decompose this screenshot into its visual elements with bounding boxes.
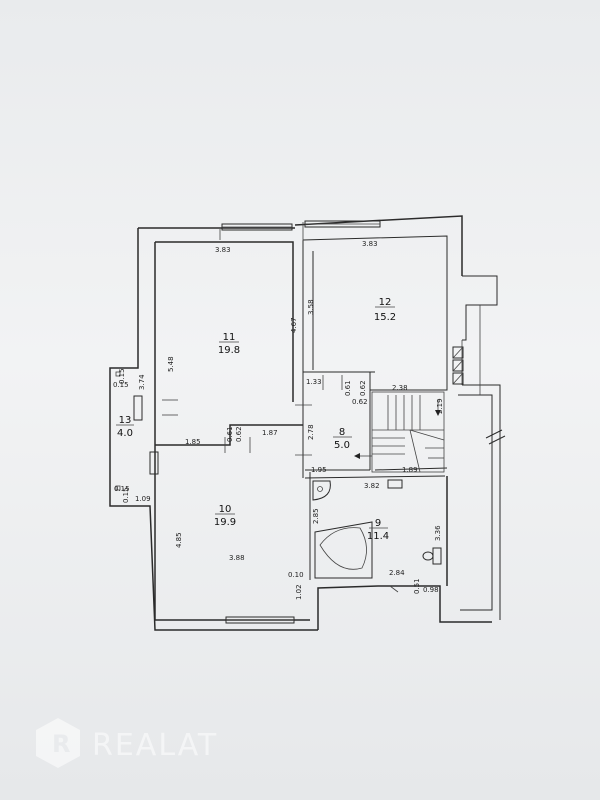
dimension-labels: 3.83 3.83 5.48 4.67 3.58 3.74 0.15 0.15 … <box>113 240 444 600</box>
toilet-icon <box>422 547 442 565</box>
watermark: R REALAT <box>36 718 218 768</box>
svg-text:0.98: 0.98 <box>423 586 439 594</box>
windows <box>133 220 381 624</box>
svg-text:0.15: 0.15 <box>122 487 130 503</box>
svg-text:2.38: 2.38 <box>392 384 408 392</box>
room-8-area: 5.0 <box>334 440 350 451</box>
svg-text:2.78: 2.78 <box>307 424 315 440</box>
svg-text:4.67: 4.67 <box>290 317 298 333</box>
svg-text:0.62: 0.62 <box>352 398 368 406</box>
room-8-number: 8 <box>339 427 345 438</box>
svg-text:1.85: 1.85 <box>185 438 201 446</box>
svg-text:5.48: 5.48 <box>167 356 175 372</box>
doors <box>219 222 399 593</box>
svg-text:1.02: 1.02 <box>295 584 303 600</box>
room-13-number: 13 <box>119 415 132 426</box>
room-11-number: 11 <box>223 332 236 343</box>
balcony-marks <box>115 371 121 491</box>
svg-text:R: R <box>52 730 70 758</box>
svg-text:1.33: 1.33 <box>306 378 322 386</box>
sink-icon <box>312 480 331 501</box>
svg-text:3.88: 3.88 <box>229 554 245 562</box>
watermark-text: REALAT <box>92 728 218 763</box>
bathtub-icon <box>314 521 373 579</box>
svg-text:3.83: 3.83 <box>215 246 231 254</box>
svg-text:0.15: 0.15 <box>113 381 129 389</box>
svg-text:1.95: 1.95 <box>311 466 327 474</box>
room-9-number: 9 <box>375 518 381 529</box>
interior-walls <box>155 371 375 470</box>
svg-text:2.84: 2.84 <box>389 569 405 577</box>
room-10-area: 19.9 <box>214 517 236 528</box>
svg-text:0.15: 0.15 <box>118 368 126 384</box>
svg-text:1.09: 1.09 <box>135 495 151 503</box>
svg-text:0.10: 0.10 <box>288 571 304 579</box>
svg-text:0.62: 0.62 <box>359 380 367 396</box>
svg-text:3.82: 3.82 <box>364 482 380 490</box>
bathroom-fixtures <box>312 479 442 579</box>
svg-text:4.85: 4.85 <box>175 532 183 548</box>
room-labels: 11 19.8 12 15.2 8 5.0 10 19.9 9 11.4 13 … <box>116 297 396 542</box>
room-11-area: 19.8 <box>218 345 240 356</box>
room-9-area: 11.4 <box>367 531 389 542</box>
svg-text:0.61: 0.61 <box>226 426 234 442</box>
svg-text:1.87: 1.87 <box>262 429 278 437</box>
svg-text:0.61: 0.61 <box>344 380 352 396</box>
svg-text:3.74: 3.74 <box>138 374 146 390</box>
room-13-area: 4.0 <box>117 428 133 439</box>
break-mark <box>485 429 506 445</box>
svg-text:1.89: 1.89 <box>402 466 418 474</box>
svg-text:3.83: 3.83 <box>362 240 378 248</box>
svg-text:0.62: 0.62 <box>235 426 243 442</box>
svg-text:2.19: 2.19 <box>436 398 444 414</box>
staircase <box>354 391 445 473</box>
svg-text:0.51: 0.51 <box>413 578 421 594</box>
realat-logo-icon <box>36 718 80 768</box>
outer-walls <box>109 215 501 631</box>
svg-text:0.15: 0.15 <box>114 485 130 493</box>
room-10-number: 10 <box>219 504 232 515</box>
radiators <box>452 346 464 385</box>
room-12-area: 15.2 <box>374 312 396 323</box>
room-12-number: 12 <box>379 297 392 308</box>
svg-text:3.36: 3.36 <box>434 525 442 541</box>
svg-text:2.85: 2.85 <box>312 508 320 524</box>
svg-text:3.58: 3.58 <box>307 299 315 315</box>
